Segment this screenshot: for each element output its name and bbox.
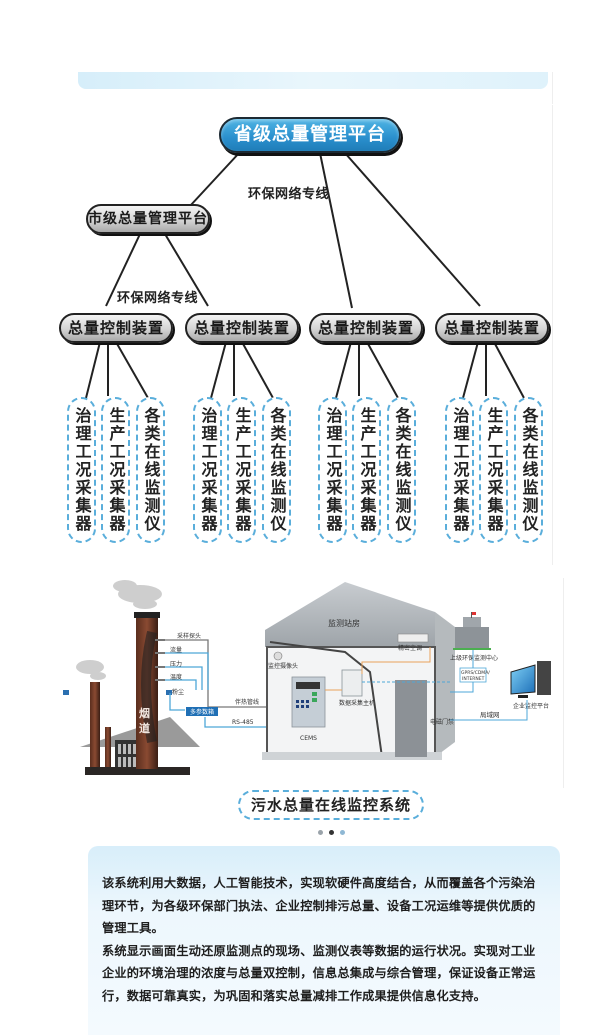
probe-sensors bbox=[155, 639, 165, 681]
cems-label: CEMS bbox=[300, 735, 317, 742]
collector-connectors bbox=[85, 341, 525, 399]
info-box: 该系统利用大数据，人工智能技术，实现软硬件高度结合，从而覆盖各个污染治理环节，为… bbox=[88, 846, 560, 1035]
info-paragraph-1: 该系统利用大数据，人工智能技术，实现软硬件高度结合，从而覆盖各个污染治理环节，为… bbox=[102, 876, 536, 935]
control-device-node-2: 总量控制装置 bbox=[185, 313, 299, 343]
government-building-icon bbox=[453, 612, 491, 650]
probe-label: 粉尘 bbox=[172, 688, 184, 696]
upper-center-label: 上级环保监测中心 bbox=[450, 654, 498, 662]
ac-label: 精密空调 bbox=[398, 644, 422, 652]
station-house-icon: 监测站房 精密空调 监控摄像头 CEMS 数据采集主机 电磁门禁 bbox=[262, 582, 455, 760]
multi-param-box bbox=[186, 707, 218, 716]
collector-monitor: 各类在线监测仪 bbox=[514, 397, 543, 543]
multi-param-box-label: 多参数箱 bbox=[190, 708, 214, 716]
door-icon bbox=[395, 680, 427, 757]
chimney-label-1: 烟 bbox=[139, 706, 150, 720]
computer-icon bbox=[510, 661, 551, 698]
air-conditioner-icon bbox=[397, 633, 429, 643]
connector-line bbox=[105, 233, 141, 307]
carousel-dot-2[interactable] bbox=[329, 830, 334, 835]
collector-production: 生产工况采集器 bbox=[479, 397, 508, 543]
collector-governance: 治理工况采集器 bbox=[445, 397, 474, 543]
probe-label: 采样探头 bbox=[177, 632, 201, 640]
connector-line bbox=[189, 151, 241, 207]
chimney-label-2: 道 bbox=[139, 721, 150, 735]
enterprise-platform-label: 企业监控平台 bbox=[513, 702, 549, 710]
edge-divider bbox=[552, 72, 553, 104]
collector-monitor: 各类在线监测仪 bbox=[387, 397, 416, 543]
data-controller-icon bbox=[341, 669, 363, 697]
info-paragraph-2: 系统显示画面生动还原监测点的现场、监测仪表等数据的运行状况。实现对工业企业的环境… bbox=[102, 943, 536, 1003]
connector-line bbox=[164, 233, 209, 307]
heat-pipe-label: 伴热管线 bbox=[235, 698, 259, 706]
camera-label: 监控摄像头 bbox=[268, 662, 298, 670]
collector-production: 生产工况采集器 bbox=[352, 397, 381, 543]
edge-divider bbox=[563, 578, 564, 788]
control-device-node-1: 总量控制装置 bbox=[59, 313, 173, 343]
top-banner bbox=[78, 72, 548, 89]
collector-production: 生产工况采集器 bbox=[227, 397, 256, 543]
monitoring-scene-illustration: 烟 道 采样探头 流量 压力 温度 粉尘 伴热管线 RS-485 多参数箱 监测… bbox=[63, 580, 551, 775]
edge-divider bbox=[552, 105, 553, 565]
collector-production: 生产工况采集器 bbox=[101, 397, 130, 543]
gprs-label: INTERNET bbox=[462, 676, 485, 682]
city-platform-node: 市级总量管理平台 bbox=[86, 204, 210, 234]
network-label-mid: 环保网络专线 bbox=[117, 291, 199, 306]
station-house-label: 监测站房 bbox=[328, 618, 360, 628]
probe-label: 温度 bbox=[170, 673, 182, 681]
carousel-indicators bbox=[318, 830, 345, 835]
collector-governance: 治理工况采集器 bbox=[318, 397, 347, 543]
provincial-platform-node: 省级总量管理平台 bbox=[219, 117, 401, 153]
chimney-icon: 烟 道 bbox=[134, 612, 160, 769]
lan-label: 局域网 bbox=[480, 710, 500, 719]
tree-connectors bbox=[85, 151, 525, 399]
dust-sensor-right bbox=[166, 690, 172, 695]
gprs-label: GPRS/CDMA/ bbox=[461, 670, 490, 676]
dust-sensor-left bbox=[63, 690, 69, 695]
probe-label: 压力 bbox=[170, 660, 182, 668]
control-device-node-4: 总量控制装置 bbox=[435, 313, 549, 343]
door-label: 电磁门禁 bbox=[430, 718, 454, 726]
control-device-node-3: 总量控制装置 bbox=[309, 313, 423, 343]
carousel-dot-1[interactable] bbox=[318, 830, 323, 835]
smoke-icon bbox=[76, 580, 162, 680]
carousel-dot-3[interactable] bbox=[340, 830, 345, 835]
connector-line bbox=[319, 152, 353, 309]
controller-label: 数据采集主机 bbox=[339, 699, 375, 707]
connector-line bbox=[344, 152, 481, 307]
collector-monitor: 各类在线监测仪 bbox=[262, 397, 291, 543]
collector-governance: 治理工况采集器 bbox=[67, 397, 96, 543]
collector-governance: 治理工况采集器 bbox=[193, 397, 222, 543]
diagram-caption: 污水总量在线监控系统 bbox=[238, 790, 424, 820]
camera-icon bbox=[273, 651, 283, 661]
rs485-label: RS-485 bbox=[232, 719, 254, 726]
probe-label: 流量 bbox=[170, 646, 182, 654]
network-label-top: 环保网络专线 bbox=[248, 187, 330, 202]
collector-monitor: 各类在线监测仪 bbox=[136, 397, 165, 543]
